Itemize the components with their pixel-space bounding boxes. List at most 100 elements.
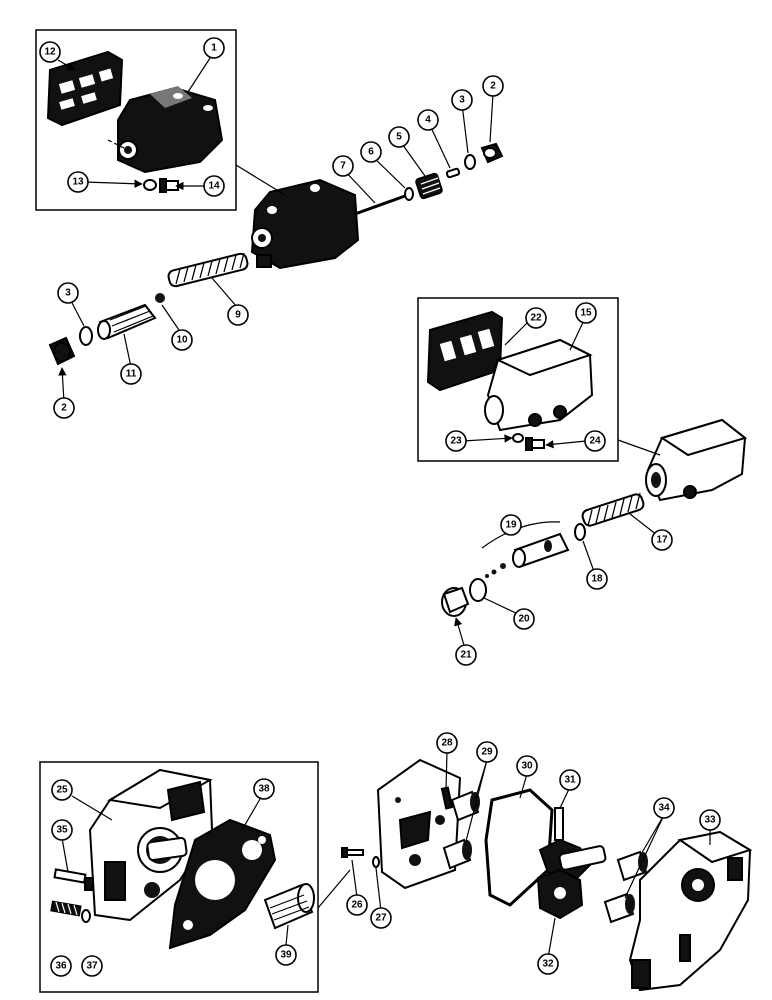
callout-12: 12: [39, 41, 61, 63]
callout-17: 17: [651, 529, 673, 551]
svg-text:5: 5: [396, 132, 402, 143]
svg-text:31: 31: [564, 775, 576, 786]
washer-37: [81, 909, 91, 923]
pin-4: [445, 167, 461, 179]
svg-text:2: 2: [490, 81, 496, 92]
svg-text:25: 25: [56, 785, 68, 796]
svg-text:33: 33: [704, 815, 716, 826]
ball-10: [155, 293, 165, 303]
svg-text:23: 23: [450, 436, 462, 447]
bearing-29-bottom: [442, 838, 472, 870]
svg-text:19: 19: [505, 520, 517, 531]
callout-7: 7: [332, 155, 354, 177]
svg-text:17: 17: [656, 535, 668, 546]
bearing-34-bottom: [603, 892, 635, 924]
valve-body-15-inset: [484, 338, 594, 432]
svg-text:1: 1: [211, 43, 217, 54]
callout-4: 4: [417, 109, 439, 131]
svg-text:26: 26: [351, 900, 363, 911]
callout-18: 18: [586, 568, 608, 590]
svg-text:10: 10: [176, 335, 188, 346]
valve-19: [485, 532, 570, 578]
callout-31: 31: [559, 769, 581, 791]
callout-20: 20: [513, 608, 535, 630]
bolt-26: [341, 847, 364, 858]
lockwasher-23: [512, 433, 524, 443]
spring-5: [415, 172, 443, 200]
spring-9: [167, 252, 249, 288]
svg-text:38: 38: [258, 784, 270, 795]
callout-34: 34: [653, 797, 675, 819]
cover-plate-28: [376, 758, 462, 890]
svg-text:7: 7: [340, 161, 346, 172]
gear-32: [536, 868, 584, 920]
callout-39: 39: [275, 944, 297, 966]
svg-text:34: 34: [658, 803, 670, 814]
callout-10: 10: [171, 329, 193, 351]
svg-text:15: 15: [580, 308, 592, 319]
svg-text:18: 18: [591, 574, 603, 585]
callout-27: 27: [370, 907, 392, 929]
bolt-14: [159, 178, 179, 193]
spring-17: [581, 492, 645, 527]
washer-27: [372, 856, 380, 868]
svg-text:30: 30: [521, 761, 533, 772]
callout-13: 13: [67, 171, 89, 193]
gasket-22: [426, 310, 504, 392]
svg-text:35: 35: [56, 825, 68, 836]
svg-text:20: 20: [518, 614, 530, 625]
svg-text:3: 3: [459, 95, 465, 106]
svg-text:12: 12: [44, 47, 56, 58]
svg-text:13: 13: [72, 177, 84, 188]
callout-33: 33: [699, 809, 721, 831]
callout-21: 21: [455, 644, 477, 666]
callout-11: 11: [120, 363, 142, 385]
callout-32: 32: [537, 953, 559, 975]
svg-text:36: 36: [55, 961, 67, 972]
inset-box-middle: [417, 297, 619, 462]
bolt-24: [525, 437, 545, 451]
gasket-30: [484, 788, 554, 907]
callout-9: 9: [227, 304, 249, 326]
callout-26: 26: [346, 894, 368, 916]
callout-28: 28: [436, 732, 458, 754]
pump-body-25: [88, 768, 214, 922]
svg-text:28: 28: [441, 738, 453, 749]
callout-38: 38: [253, 778, 275, 800]
svg-text:29: 29: [481, 747, 493, 758]
gasket-12: [46, 50, 124, 127]
callout-5: 5: [388, 126, 410, 148]
svg-text:14: 14: [208, 181, 220, 192]
svg-text:21: 21: [460, 650, 472, 661]
callout-37: 37: [81, 955, 103, 977]
callout-1: 1: [203, 37, 225, 59]
gasket-38: [168, 818, 277, 950]
svg-text:39: 39: [280, 950, 292, 961]
svg-text:24: 24: [589, 436, 601, 447]
callout-3-lower: 3: [57, 282, 79, 304]
svg-text:2: 2: [61, 403, 67, 414]
svg-text:3: 3: [65, 288, 71, 299]
callout-14: 14: [203, 175, 225, 197]
washer-6: [404, 187, 414, 201]
callout-24: 24: [584, 430, 606, 452]
plug-2-top: [480, 142, 504, 164]
inset-box-top: [35, 29, 237, 211]
callout-35: 35: [51, 819, 73, 841]
svg-text:22: 22: [530, 313, 542, 324]
callout-29: 29: [476, 741, 498, 763]
valve-rod-7: [354, 194, 406, 216]
callout-25: 25: [51, 779, 73, 801]
svg-text:9: 9: [235, 310, 241, 321]
callout-22: 22: [525, 307, 547, 329]
o-ring-3-lower: [79, 326, 93, 346]
callout-36: 36: [50, 955, 72, 977]
svg-text:32: 32: [542, 959, 554, 970]
callout-3-top: 3: [451, 89, 473, 111]
bolt-35: [53, 868, 94, 891]
o-ring-3-top: [464, 154, 476, 170]
valve-body-1-inset: [117, 86, 224, 174]
bushing-39: [263, 883, 315, 930]
callout-6: 6: [360, 141, 382, 163]
